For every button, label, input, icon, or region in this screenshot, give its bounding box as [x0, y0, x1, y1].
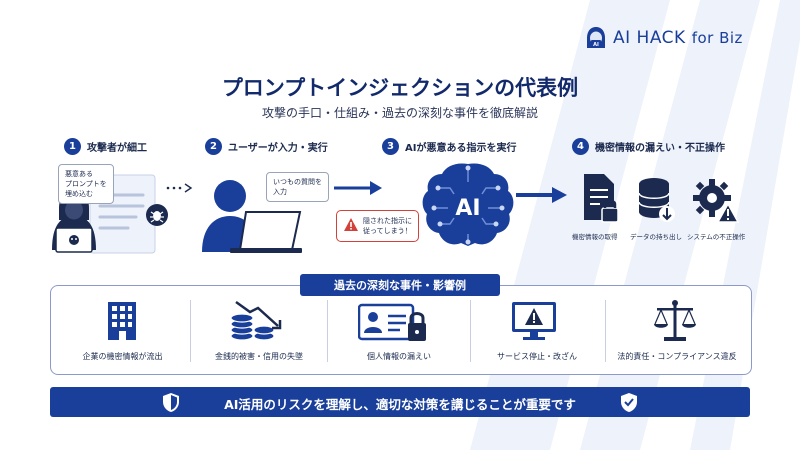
- warning-icon: [344, 218, 358, 231]
- step-label: 機密情報の漏えい・不正操作: [595, 143, 725, 154]
- ai-label: AI: [455, 196, 480, 221]
- step-1-header: 1 攻撃者が細工: [64, 138, 147, 155]
- divider: [605, 300, 606, 362]
- case-caption: 金銭的被害・信用の失墜: [215, 352, 303, 361]
- office-building-icon: [108, 302, 136, 340]
- ai-brain-icon: AI: [422, 163, 514, 246]
- case-caption: サービス停止・改ざん: [497, 352, 577, 361]
- shield-check-icon: [621, 393, 637, 412]
- step-number: 1: [64, 138, 81, 155]
- background-stripes: [470, 0, 800, 450]
- cases-header: 過去の深刻な事件・影響例: [300, 274, 500, 296]
- divider: [327, 300, 328, 362]
- step-label: ユーザーが入力・実行: [228, 143, 328, 154]
- page-title: プロンプトインジェクションの代表例: [221, 76, 579, 100]
- divider: [470, 300, 471, 362]
- scales-of-justice-icon: [654, 300, 696, 341]
- svg-text:AI: AI: [593, 42, 599, 48]
- arrow-right-icon: [516, 187, 567, 203]
- step-3-header: 3 AIが悪意ある指示を実行: [382, 138, 516, 155]
- virus-bug-icon: [146, 204, 168, 226]
- warning-speech-bubble: 隠された指示に 従ってしまう！: [336, 210, 419, 242]
- monitor-warning-icon: [512, 302, 556, 340]
- dotted-arrow-icon: [166, 183, 193, 193]
- divider: [190, 300, 191, 362]
- case-caption: 法的責任・コンプライアンス違反: [617, 352, 737, 361]
- locked-document-icon: [584, 174, 619, 223]
- user-speech-bubble: いつもの質問を 入力: [266, 172, 329, 202]
- step-label: 攻撃者が細工: [87, 143, 147, 154]
- step-label: AIが悪意ある指示を実行: [405, 143, 517, 154]
- coins-down-trend-icon: [230, 300, 282, 341]
- footer-message: AI活用のリスクを理解し、適切な対策を講じることが重要です: [224, 397, 576, 412]
- step-2-header: 2 ユーザーが入力・実行: [205, 138, 328, 155]
- case-caption: 個人情報の漏えい: [367, 352, 431, 361]
- outcome-caption: データの持ち出し: [630, 233, 682, 241]
- gear-warning-icon: [693, 179, 740, 223]
- outcome-caption: 機密情報の取得: [572, 233, 618, 241]
- user-laptop-illustration: [202, 180, 302, 253]
- step-4-header: 4 機密情報の漏えい・不正操作: [572, 138, 725, 155]
- case-caption: 企業の機密情報が流出: [82, 352, 163, 361]
- outcome-caption: システムの不正操作: [687, 233, 746, 241]
- step-number: 4: [572, 138, 589, 155]
- step-number: 2: [205, 138, 222, 155]
- footer-banner: AI活用のリスクを理解し、適切な対策を講じることが重要です: [50, 387, 750, 417]
- shield-icon: [163, 393, 179, 412]
- hacker-ai-icon: AI: [587, 27, 605, 48]
- id-card-lock-icon: [358, 303, 426, 341]
- page-subtitle: 攻撃の手口・仕組み・過去の深刻な事件を徹底解説: [261, 106, 538, 120]
- attacker-speech-bubble: 悪意ある プロンプトを 埋め込む: [58, 164, 114, 204]
- step-number: 3: [382, 138, 399, 155]
- database-export-icon: [638, 178, 675, 222]
- arrow-right-icon: [334, 181, 382, 195]
